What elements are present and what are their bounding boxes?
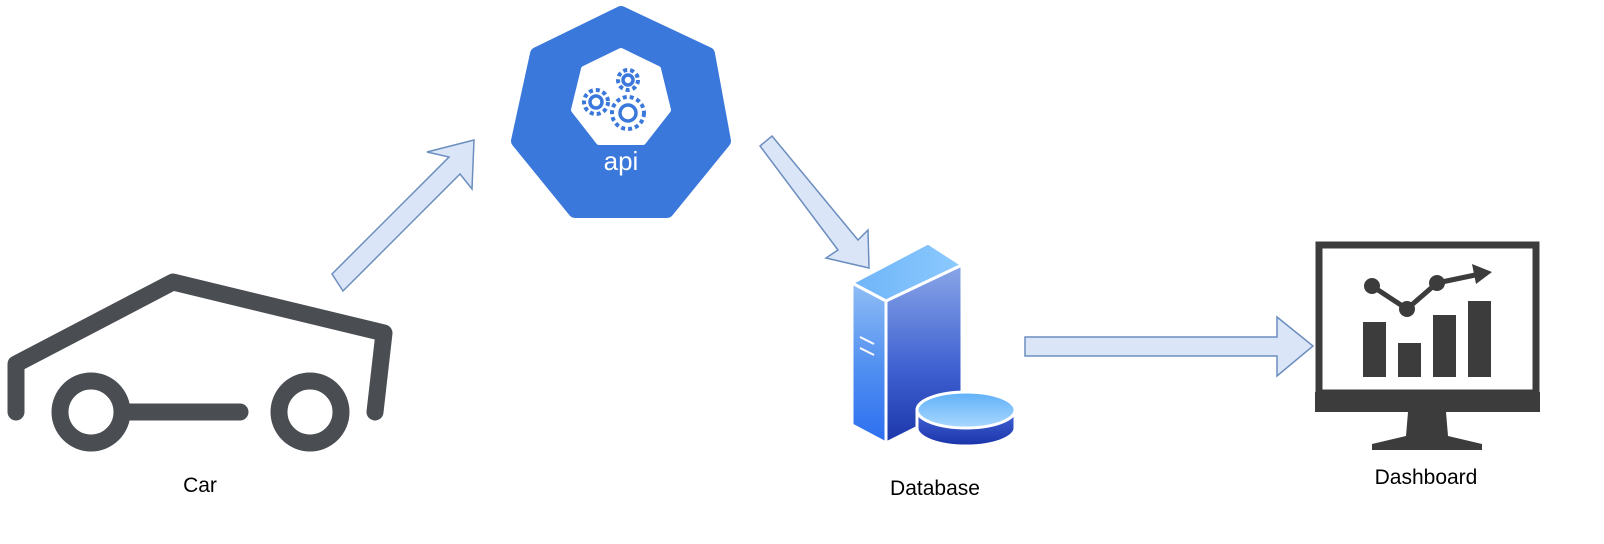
database-label: Database — [890, 477, 980, 500]
arrow-api-to-database — [758, 134, 870, 269]
arrow-car-to-api — [331, 139, 475, 293]
api-label: api — [604, 146, 639, 176]
trend-line-icon — [1364, 264, 1492, 317]
dashboard-node: Dashboard — [1315, 241, 1540, 489]
dashboard-monitor-icon — [1315, 241, 1540, 450]
api-inner-badge — [571, 48, 671, 145]
bar-chart-icon — [1363, 301, 1491, 377]
database-server-icon — [848, 241, 1017, 448]
car-icon — [7, 273, 393, 452]
database-node: Database — [848, 241, 1017, 500]
monitor-stand — [1372, 412, 1482, 450]
gears-icon — [582, 68, 646, 131]
arrow-database-to-dashboard — [1024, 315, 1315, 378]
monitor-bezel — [1315, 392, 1540, 412]
monitor-screen — [1315, 241, 1540, 397]
car-label: Car — [183, 474, 217, 497]
api-node: api — [511, 6, 731, 218]
car-node: Car — [7, 273, 393, 497]
server-front-face — [850, 280, 888, 446]
dashboard-label: Dashboard — [1375, 466, 1478, 489]
